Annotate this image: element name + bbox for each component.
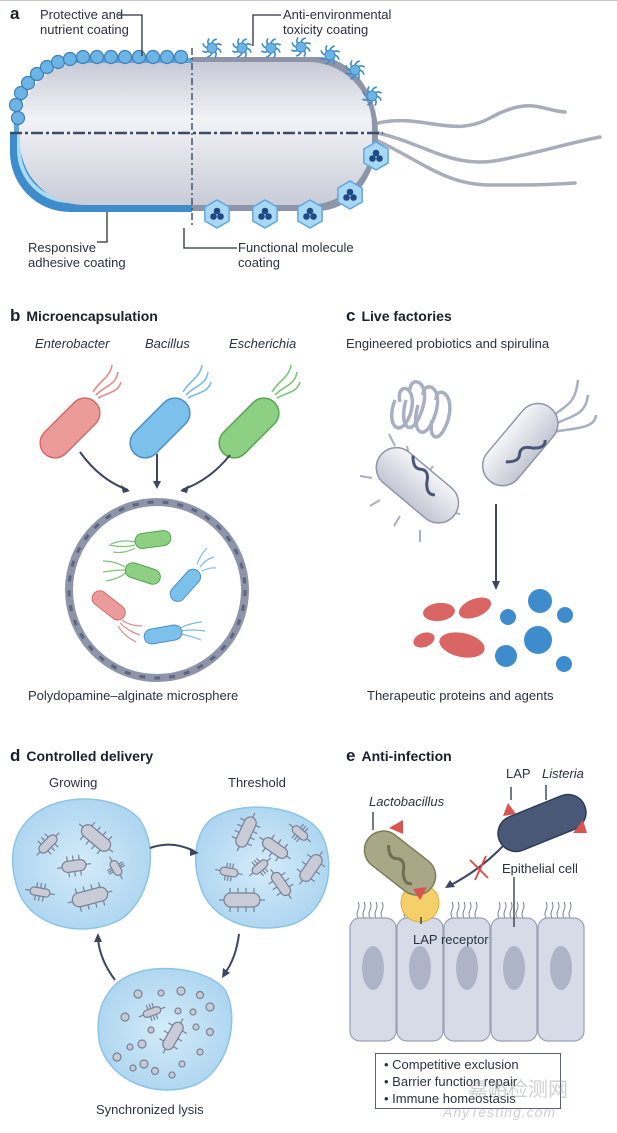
nutrient-bead: [8, 97, 24, 113]
spiky-particle: [344, 59, 366, 81]
nutrient-bead: [117, 49, 133, 65]
growing-bacterium: [231, 812, 261, 852]
nutrient-bead: [20, 75, 36, 91]
nutrient-bead: [29, 66, 45, 82]
species-bacillus: Bacillus: [145, 336, 190, 351]
nutrient-bead: [75, 49, 91, 65]
listeria-bacterium: [497, 793, 587, 853]
watermark-en: AnyTesting.com: [443, 1104, 557, 1120]
functional-molecule-hexagon: [363, 141, 389, 171]
spiky-particle: [201, 37, 223, 59]
growing-bacterium: [106, 856, 126, 880]
epithelial-cell: [396, 901, 444, 1042]
nutrient-bead: [50, 54, 66, 70]
encapsulated-bacteria: [91, 530, 217, 645]
outcome-item: • Barrier function repair: [384, 1074, 518, 1089]
label-lactobacillus: Lactobacillus: [369, 794, 445, 809]
nutrient-bead: [159, 49, 175, 65]
growing-bacterium: [219, 888, 265, 912]
therapeutic-products: [413, 589, 573, 672]
outcomes-box: • Competitive exclusion • Barrier functi…: [375, 1053, 561, 1109]
epithelial-cell: [349, 901, 397, 1042]
enterobacter-bacterium: [39, 364, 122, 459]
stage-threshold: Threshold: [228, 775, 286, 790]
growing-bacterium: [296, 851, 326, 885]
flagella: [368, 104, 602, 187]
growing-bacterium: [25, 882, 55, 902]
functional-molecules: [204, 141, 389, 229]
epithelial-cell: [537, 901, 585, 1042]
panel-e-art: [349, 785, 587, 1042]
epithelial-cell: [443, 901, 491, 1042]
panel-a-letter: a: [10, 4, 20, 23]
nutrient-bead: [10, 110, 26, 126]
label-listeria: Listeria: [542, 766, 584, 781]
nutrient-bead: [62, 51, 78, 67]
nutrient-bead: [131, 49, 147, 65]
label-lap: LAP: [506, 766, 531, 781]
bacillus-bacterium: [129, 364, 212, 459]
label-lap-receptor: LAP receptor: [413, 932, 489, 947]
panel-a-bacterium: [8, 36, 602, 229]
panel-c-art: [359, 379, 598, 672]
caption-therapeutic: Therapeutic proteins and agents: [367, 688, 554, 703]
nutrient-beads: [8, 49, 189, 126]
outcome-item: • Immune homeostasis: [384, 1091, 516, 1106]
growing-bacterium: [248, 857, 272, 877]
capsule-lysis: [97, 967, 233, 1091]
lactobacillus-bacterium: [363, 820, 437, 900]
growing-bacterium: [268, 868, 294, 900]
outcome-item: • Competitive exclusion: [384, 1057, 519, 1072]
functional-molecule-hexagon: [204, 199, 230, 229]
growing-bacterium: [138, 1002, 166, 1022]
growing-bacterium: [57, 854, 91, 878]
nutrient-bead: [13, 85, 29, 101]
growing-bacterium: [288, 823, 312, 843]
nutrient-bead: [89, 49, 105, 65]
spiky-particle: [231, 37, 253, 59]
growing-bacterium: [36, 832, 60, 856]
growing-bacterium: [78, 821, 114, 855]
nutrient-bead: [145, 49, 161, 65]
panel-a-leaders: [97, 14, 281, 249]
panel-c-subtitle: Engineered probiotics and spirulina: [346, 336, 550, 351]
watermark-cn: 嘉峪检测网: [468, 1079, 568, 1101]
species-escherichia: Escherichia: [229, 336, 297, 351]
spirulina-icon: [389, 380, 452, 439]
stage-growing: Growing: [49, 775, 98, 790]
stage-synchronized-lysis: Synchronized lysis: [96, 1102, 204, 1117]
label-epithelial-cell: Epithelial cell: [502, 861, 578, 876]
block-cross-icon: [469, 855, 489, 881]
anti-toxicity-particles: [201, 36, 383, 107]
panel-d-art: [11, 798, 330, 1091]
spiky-particle: [361, 85, 383, 107]
species-enterobacter: Enterobacter: [35, 336, 110, 351]
growing-bacterium: [67, 882, 113, 912]
functional-molecule-hexagon: [297, 199, 323, 229]
functional-molecule-hexagon: [337, 180, 363, 210]
spiky-particle: [260, 37, 282, 59]
spiky-particle: [319, 44, 341, 66]
panel-b-art: [39, 364, 301, 682]
growing-bacterium: [215, 862, 243, 882]
top-border: [0, 0, 617, 1]
growing-bacterium: [159, 1018, 187, 1054]
functional-molecule-hexagon: [252, 199, 278, 229]
growing-bacterium: [259, 834, 291, 862]
nutrient-bead: [173, 49, 189, 65]
nutrient-bead: [103, 49, 119, 65]
spiky-particle: [290, 36, 312, 58]
escherichia-bacterium: [218, 364, 301, 459]
caption-microsphere: Polydopamine–alginate microsphere: [28, 688, 239, 703]
